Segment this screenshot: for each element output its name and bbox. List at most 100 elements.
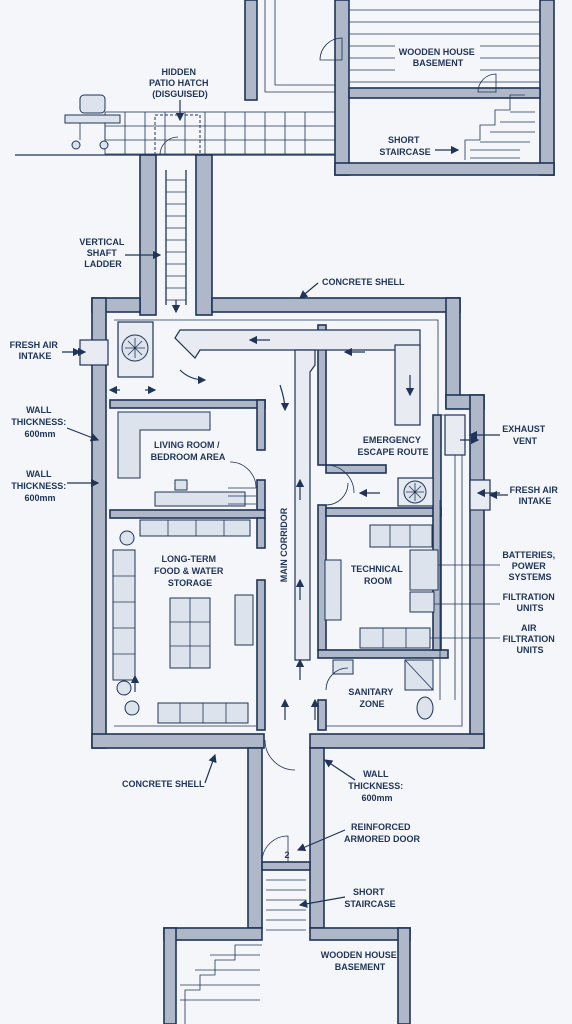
- short-staircase-bottom-label: SHORT STAIRCASE: [344, 887, 395, 909]
- technical-equipment: [324, 524, 439, 649]
- filtration-units-label: FILTRATION UNITS: [503, 592, 558, 613]
- main-corridor-label: MAIN CORRIDOR: [279, 507, 289, 582]
- shell-top-right: [211, 297, 461, 313]
- bbq-grill-icon: [64, 94, 121, 150]
- shelf-left: [112, 549, 136, 681]
- storage-wall-right-bottom: [256, 579, 266, 731]
- lower-staircase: [180, 944, 262, 1024]
- living-wall-bottom: [109, 509, 266, 519]
- door-swing-top-1: [319, 37, 343, 61]
- basement-wall-right: [539, 0, 555, 176]
- power-unit-icon: [409, 549, 439, 591]
- ladder-icon: [165, 170, 187, 305]
- door-number-label: 2: [284, 850, 289, 860]
- lower-basement-wall-top-right: [309, 927, 411, 941]
- living-room-label: LIVING ROOM / BEDROOM AREA: [151, 440, 226, 462]
- cabinet-lines: [228, 487, 256, 505]
- house-wall-left: [244, 0, 258, 101]
- shaft-wall-right: [195, 154, 213, 316]
- concrete-shell-bottom-label: CONCRETE SHELL: [122, 779, 205, 789]
- escape-wall-bottom: [325, 464, 387, 474]
- storage-furniture: [112, 519, 254, 724]
- living-wall-right-top: [256, 399, 266, 451]
- fresh-air-intake-right-label: FRESH AIR INTAKE: [510, 485, 561, 506]
- air-filtration-units-label: AIR FILTRATION UNITS: [503, 623, 558, 655]
- interior-walls: [109, 324, 449, 731]
- armored-door-frame: [261, 861, 311, 871]
- food-storage-label: LONG-TERM FOOD & WATER STORAGE: [154, 554, 226, 588]
- living-wall-right-bottom: [256, 479, 266, 511]
- house-wall-lines: [264, 0, 335, 93]
- concrete-shell-top-label: CONCRETE SHELL: [322, 277, 405, 287]
- basement-label-bg: [395, 42, 480, 72]
- tech-wall-bottom: [317, 649, 449, 659]
- armored-door-swing: [261, 835, 289, 863]
- exit-door-swing: [264, 739, 296, 771]
- tech-wall-top: [325, 507, 442, 517]
- pipe-runs: [439, 455, 456, 700]
- lower-basement-wall-top-left: [163, 927, 263, 941]
- ventilation-ducts: [79, 321, 491, 700]
- technical-room-label: TECHNICAL ROOM: [351, 564, 405, 586]
- leader-lines: [62, 100, 508, 908]
- living-door-swing: [229, 461, 257, 489]
- basement-wall-left: [334, 0, 350, 176]
- shell-bottom-left: [91, 733, 265, 749]
- wall-thickness-bottom-label: WALL THICKNESS: 600mm: [348, 769, 406, 803]
- shell-right-lower: [469, 394, 485, 749]
- armored-door-label: REINFORCED ARMORED DOOR: [344, 822, 420, 844]
- shell-bottom-right: [309, 733, 485, 749]
- patio-tiles: [104, 111, 336, 155]
- water-barrel-2: [116, 680, 132, 696]
- storage-wall-right-top: [256, 517, 266, 549]
- hidden-hatch-label: HIDDEN PATIO HATCH (DISGUISED): [149, 67, 211, 99]
- shelf-top: [139, 519, 251, 537]
- stairs-top: [464, 94, 535, 160]
- filtration-unit-icon: [409, 591, 435, 613]
- escape-door-swing: [325, 464, 355, 494]
- sanitary-fixtures: [325, 659, 434, 720]
- wall-thickness-left-label-1: WALL THICKNESS: 600mm: [11, 405, 69, 439]
- sanitary-door-swing: [325, 667, 349, 691]
- exit-tunnel: [163, 747, 411, 1024]
- living-wall-top: [109, 399, 266, 409]
- vertical-shaft: [139, 154, 213, 316]
- hidden-hatch-outline: [154, 114, 201, 156]
- air-filtration-icon: [359, 627, 431, 649]
- hatch-swing: [159, 136, 179, 156]
- water-barrel-3: [124, 700, 140, 716]
- water-barrel-1: [119, 530, 135, 546]
- sanitary-wall-left: [317, 699, 327, 731]
- escape-wall-left: [317, 324, 327, 466]
- duct-vertical-right: [394, 344, 421, 426]
- toilet-icon: [416, 696, 434, 720]
- batteries-label: BATTERIES, POWER SYSTEMS: [502, 550, 557, 582]
- fresh-air-intake-left-label: FRESH AIR INTAKE: [10, 340, 61, 361]
- wooden-house-basement-top-label: WOODEN HOUSE BASEMENT: [399, 47, 478, 68]
- control-panel-icon: [324, 559, 342, 621]
- shell-right-upper: [445, 297, 461, 409]
- vertical-shaft-ladder-label: VERTICAL SHAFT LADDER: [79, 237, 126, 269]
- desk-icon: [154, 491, 246, 507]
- wooden-house-basement-bottom-label: WOODEN HOUSE BASEMENT: [321, 950, 400, 972]
- door-swing-top-2: [477, 73, 497, 93]
- shaft-wall-left: [139, 154, 157, 316]
- labels: HIDDEN PATIO HATCH (DISGUISED) WOODEN HO…: [10, 47, 561, 972]
- top-site: [15, 0, 555, 176]
- battery-bank-icon: [369, 524, 433, 548]
- basement-wall-mid: [348, 87, 541, 99]
- storage-rack-right: [234, 594, 254, 646]
- lower-basement-wall-right: [397, 927, 411, 1024]
- exhaust-vent-box: [444, 414, 466, 456]
- right-inner-wall: [432, 414, 442, 651]
- tech-door-swing: [325, 482, 349, 506]
- intake-vent-right: [469, 479, 491, 511]
- living-room-furniture: [117, 411, 257, 507]
- stairs-bottom: [266, 879, 306, 931]
- corridor-duct: [294, 349, 316, 661]
- wall-thickness-left-label-2: WALL THICKNESS: 600mm: [11, 469, 69, 503]
- lower-basement-wall-left: [163, 927, 177, 1024]
- sanitary-zone-label: SANITARY ZONE: [348, 687, 395, 709]
- sofa-icon: [117, 411, 211, 479]
